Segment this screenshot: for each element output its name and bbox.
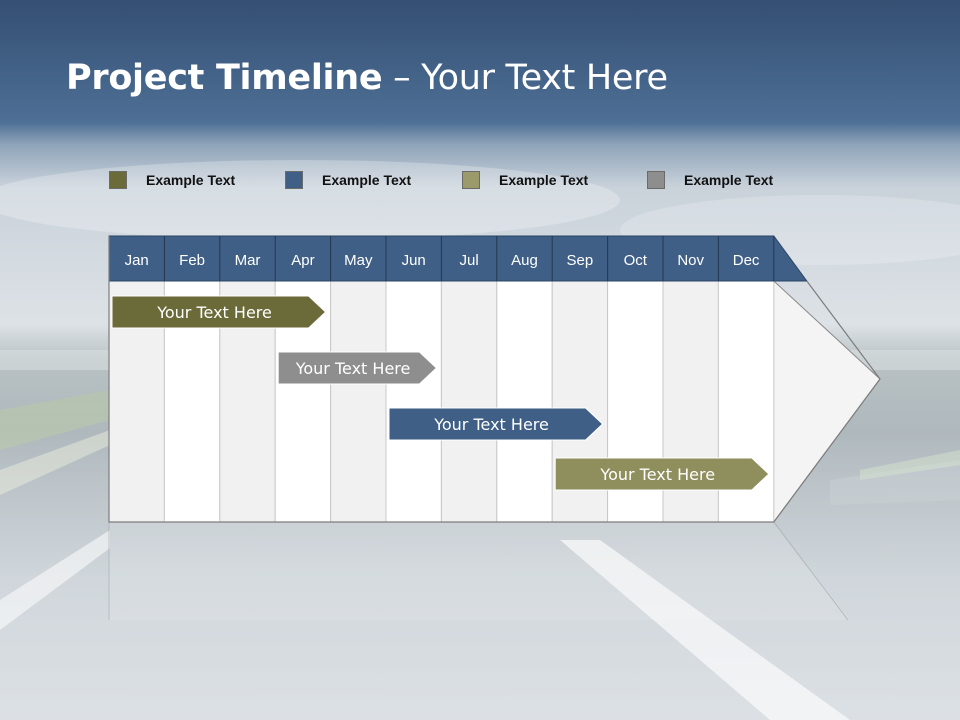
title-rest: – Your Text Here [382, 58, 668, 98]
task-bar [388, 407, 604, 441]
task-label: Your Text Here [599, 465, 715, 484]
task-bar [111, 295, 327, 329]
legend-label: Example Text [146, 172, 236, 188]
month-column [440, 280, 498, 523]
legend-label: Example Text [499, 172, 589, 188]
legend-swatch [462, 171, 480, 189]
month-column [496, 280, 553, 523]
month-label: Sep [567, 252, 594, 269]
month-label: Jul [460, 252, 479, 269]
task-label: Your Text Here [156, 303, 272, 322]
title-bold: Project Timeline [66, 58, 383, 98]
month-column [385, 280, 442, 523]
timeline-outline [108, 236, 881, 523]
task-label: Your Text Here [433, 415, 549, 434]
month-label: Apr [291, 252, 314, 269]
task-label: Your Text Here [295, 359, 411, 378]
month-label: Jan [125, 252, 149, 269]
page-title: Project Timeline – Your Text Here [66, 58, 668, 98]
month-label: Nov [677, 252, 704, 269]
legend-swatch [109, 171, 127, 189]
month-label: Mar [235, 252, 261, 269]
legend-label: Example Text [684, 172, 774, 188]
month-label: Oct [624, 252, 648, 269]
month-label: Aug [511, 252, 538, 269]
legend-swatch [647, 171, 665, 189]
month-label: Jun [402, 252, 426, 269]
timeline-reflection [109, 522, 850, 620]
reflection-edge [773, 521, 849, 621]
legend-swatch [285, 171, 303, 189]
task-bar [277, 351, 438, 385]
legend-label: Example Text [322, 172, 412, 188]
month-label: May [344, 252, 373, 269]
month-label: Dec [733, 252, 760, 269]
month-label: Feb [179, 252, 205, 269]
month-column [330, 280, 387, 523]
task-bar [554, 457, 770, 491]
